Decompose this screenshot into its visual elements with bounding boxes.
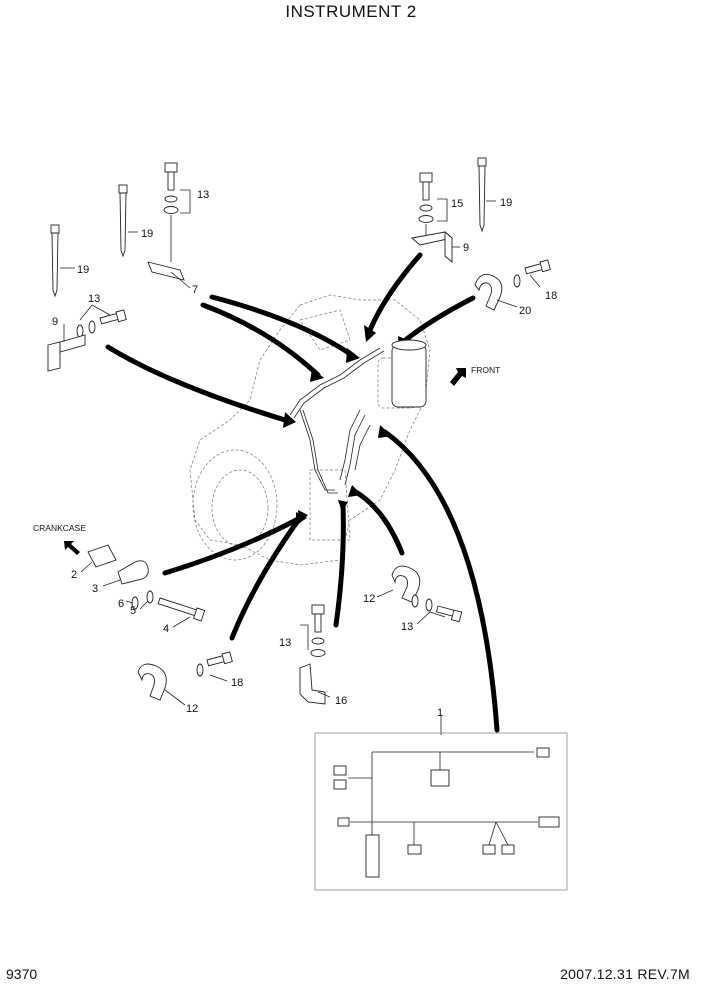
callout-19-left: 19	[77, 264, 89, 276]
callout-18-left: 18	[231, 677, 243, 689]
callout-13-right: 13	[401, 621, 413, 633]
callout-19-mid: 19	[141, 228, 153, 240]
cable-tie-19-left	[50, 224, 60, 298]
callout-1: 1	[437, 707, 443, 719]
callout-12-right: 12	[363, 593, 375, 605]
leader-lines	[60, 189, 541, 735]
callout-16: 16	[335, 695, 347, 707]
bolt-15	[411, 172, 453, 263]
harness-inset	[314, 732, 568, 891]
crankcase-arrow-icon	[64, 541, 80, 555]
callout-13-top: 13	[197, 189, 209, 201]
callout-20: 20	[519, 305, 531, 317]
callout-15: 15	[451, 198, 463, 210]
filter-canister	[391, 339, 427, 408]
front-arrow-icon	[450, 368, 466, 386]
crankcase-label: CRANKCASE	[33, 523, 86, 533]
callout-9-right: 9	[463, 242, 469, 254]
callout-labels: 1 2 3 4 5 6 7 9 9 12 12 13 13 13 13 15 1…	[52, 189, 557, 719]
bracket-16	[299, 663, 326, 705]
front-label: FRONT	[471, 365, 500, 375]
sleeve-2	[87, 544, 117, 568]
callout-19-right: 19	[500, 197, 512, 209]
page-number: 9370	[6, 966, 38, 982]
page-title: INSTRUMENT 2	[285, 2, 417, 21]
callout-2: 2	[71, 569, 77, 581]
callout-18-right: 18	[545, 290, 557, 302]
clamp-3	[117, 560, 149, 585]
pointer-arrows	[105, 252, 500, 733]
clamp-12-left	[137, 651, 233, 701]
bolt-13-bottom	[310, 604, 326, 657]
callout-13-left: 13	[88, 293, 100, 305]
callout-7: 7	[192, 284, 198, 296]
cable-tie-19-right	[477, 157, 487, 233]
callout-13-bottom: 13	[279, 637, 291, 649]
callout-3: 3	[92, 583, 98, 595]
clamp-20	[474, 259, 551, 311]
harness-routing	[289, 347, 385, 494]
cable-tie-19-mid	[118, 184, 128, 258]
callout-12-left: 12	[186, 703, 198, 715]
bolt-13-top	[147, 162, 185, 281]
bolt-4	[157, 597, 206, 622]
revision-date: 2007.12.31 REV.7M	[560, 966, 690, 982]
clamp-12-right	[391, 565, 463, 623]
callout-4: 4	[163, 623, 169, 635]
callout-6: 6	[118, 598, 124, 610]
callout-9-left: 9	[52, 316, 58, 328]
callout-5: 5	[130, 605, 136, 617]
bolt-13-left	[47, 309, 127, 372]
